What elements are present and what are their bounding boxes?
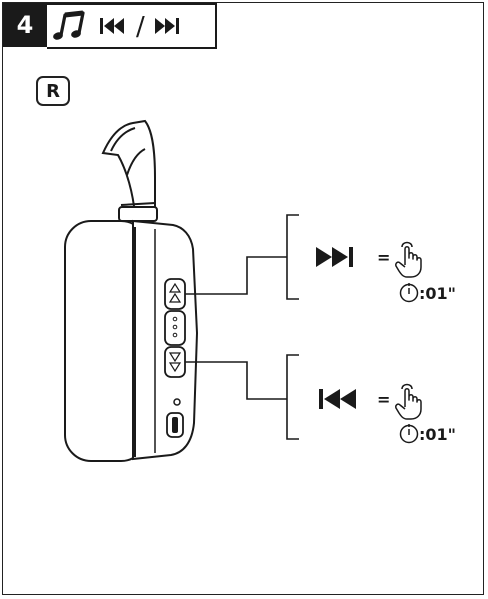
press-hand-icon — [395, 383, 422, 420]
side-badge-right: R — [36, 76, 70, 106]
volume-down-previous-button[interactable] — [164, 346, 186, 378]
equals-sign: = — [377, 248, 390, 267]
duration-label: :01" — [419, 425, 456, 444]
bracket-next — [286, 214, 299, 300]
separator-slash: / — [136, 12, 145, 42]
usb-port — [166, 412, 184, 438]
bracket-previous — [286, 354, 299, 440]
leader-line-previous — [185, 361, 287, 400]
led-indicator — [173, 398, 181, 406]
equals-sign: = — [377, 390, 390, 409]
next-track-icon — [316, 247, 353, 267]
stopwatch-icon — [399, 424, 419, 444]
step-header: 4 / — [3, 3, 217, 49]
volume-up-next-button[interactable] — [164, 278, 186, 310]
multifunction-button[interactable] — [164, 310, 186, 346]
headband — [101, 119, 158, 222]
music-note-icon — [53, 10, 85, 40]
instruction-panel: 4 / — [2, 2, 484, 595]
skip-previous-icon — [100, 18, 124, 34]
leader-line-next — [185, 256, 287, 295]
stopwatch-icon — [399, 283, 419, 303]
headphone-diagram: = :01" = :01" — [64, 119, 456, 462]
duration-label: :01" — [419, 284, 456, 303]
skip-next-icon — [155, 18, 179, 34]
title-icons: / — [47, 3, 217, 49]
press-hand-icon — [395, 241, 422, 278]
previous-track-icon — [319, 389, 356, 409]
step-number: 4 — [3, 3, 47, 47]
